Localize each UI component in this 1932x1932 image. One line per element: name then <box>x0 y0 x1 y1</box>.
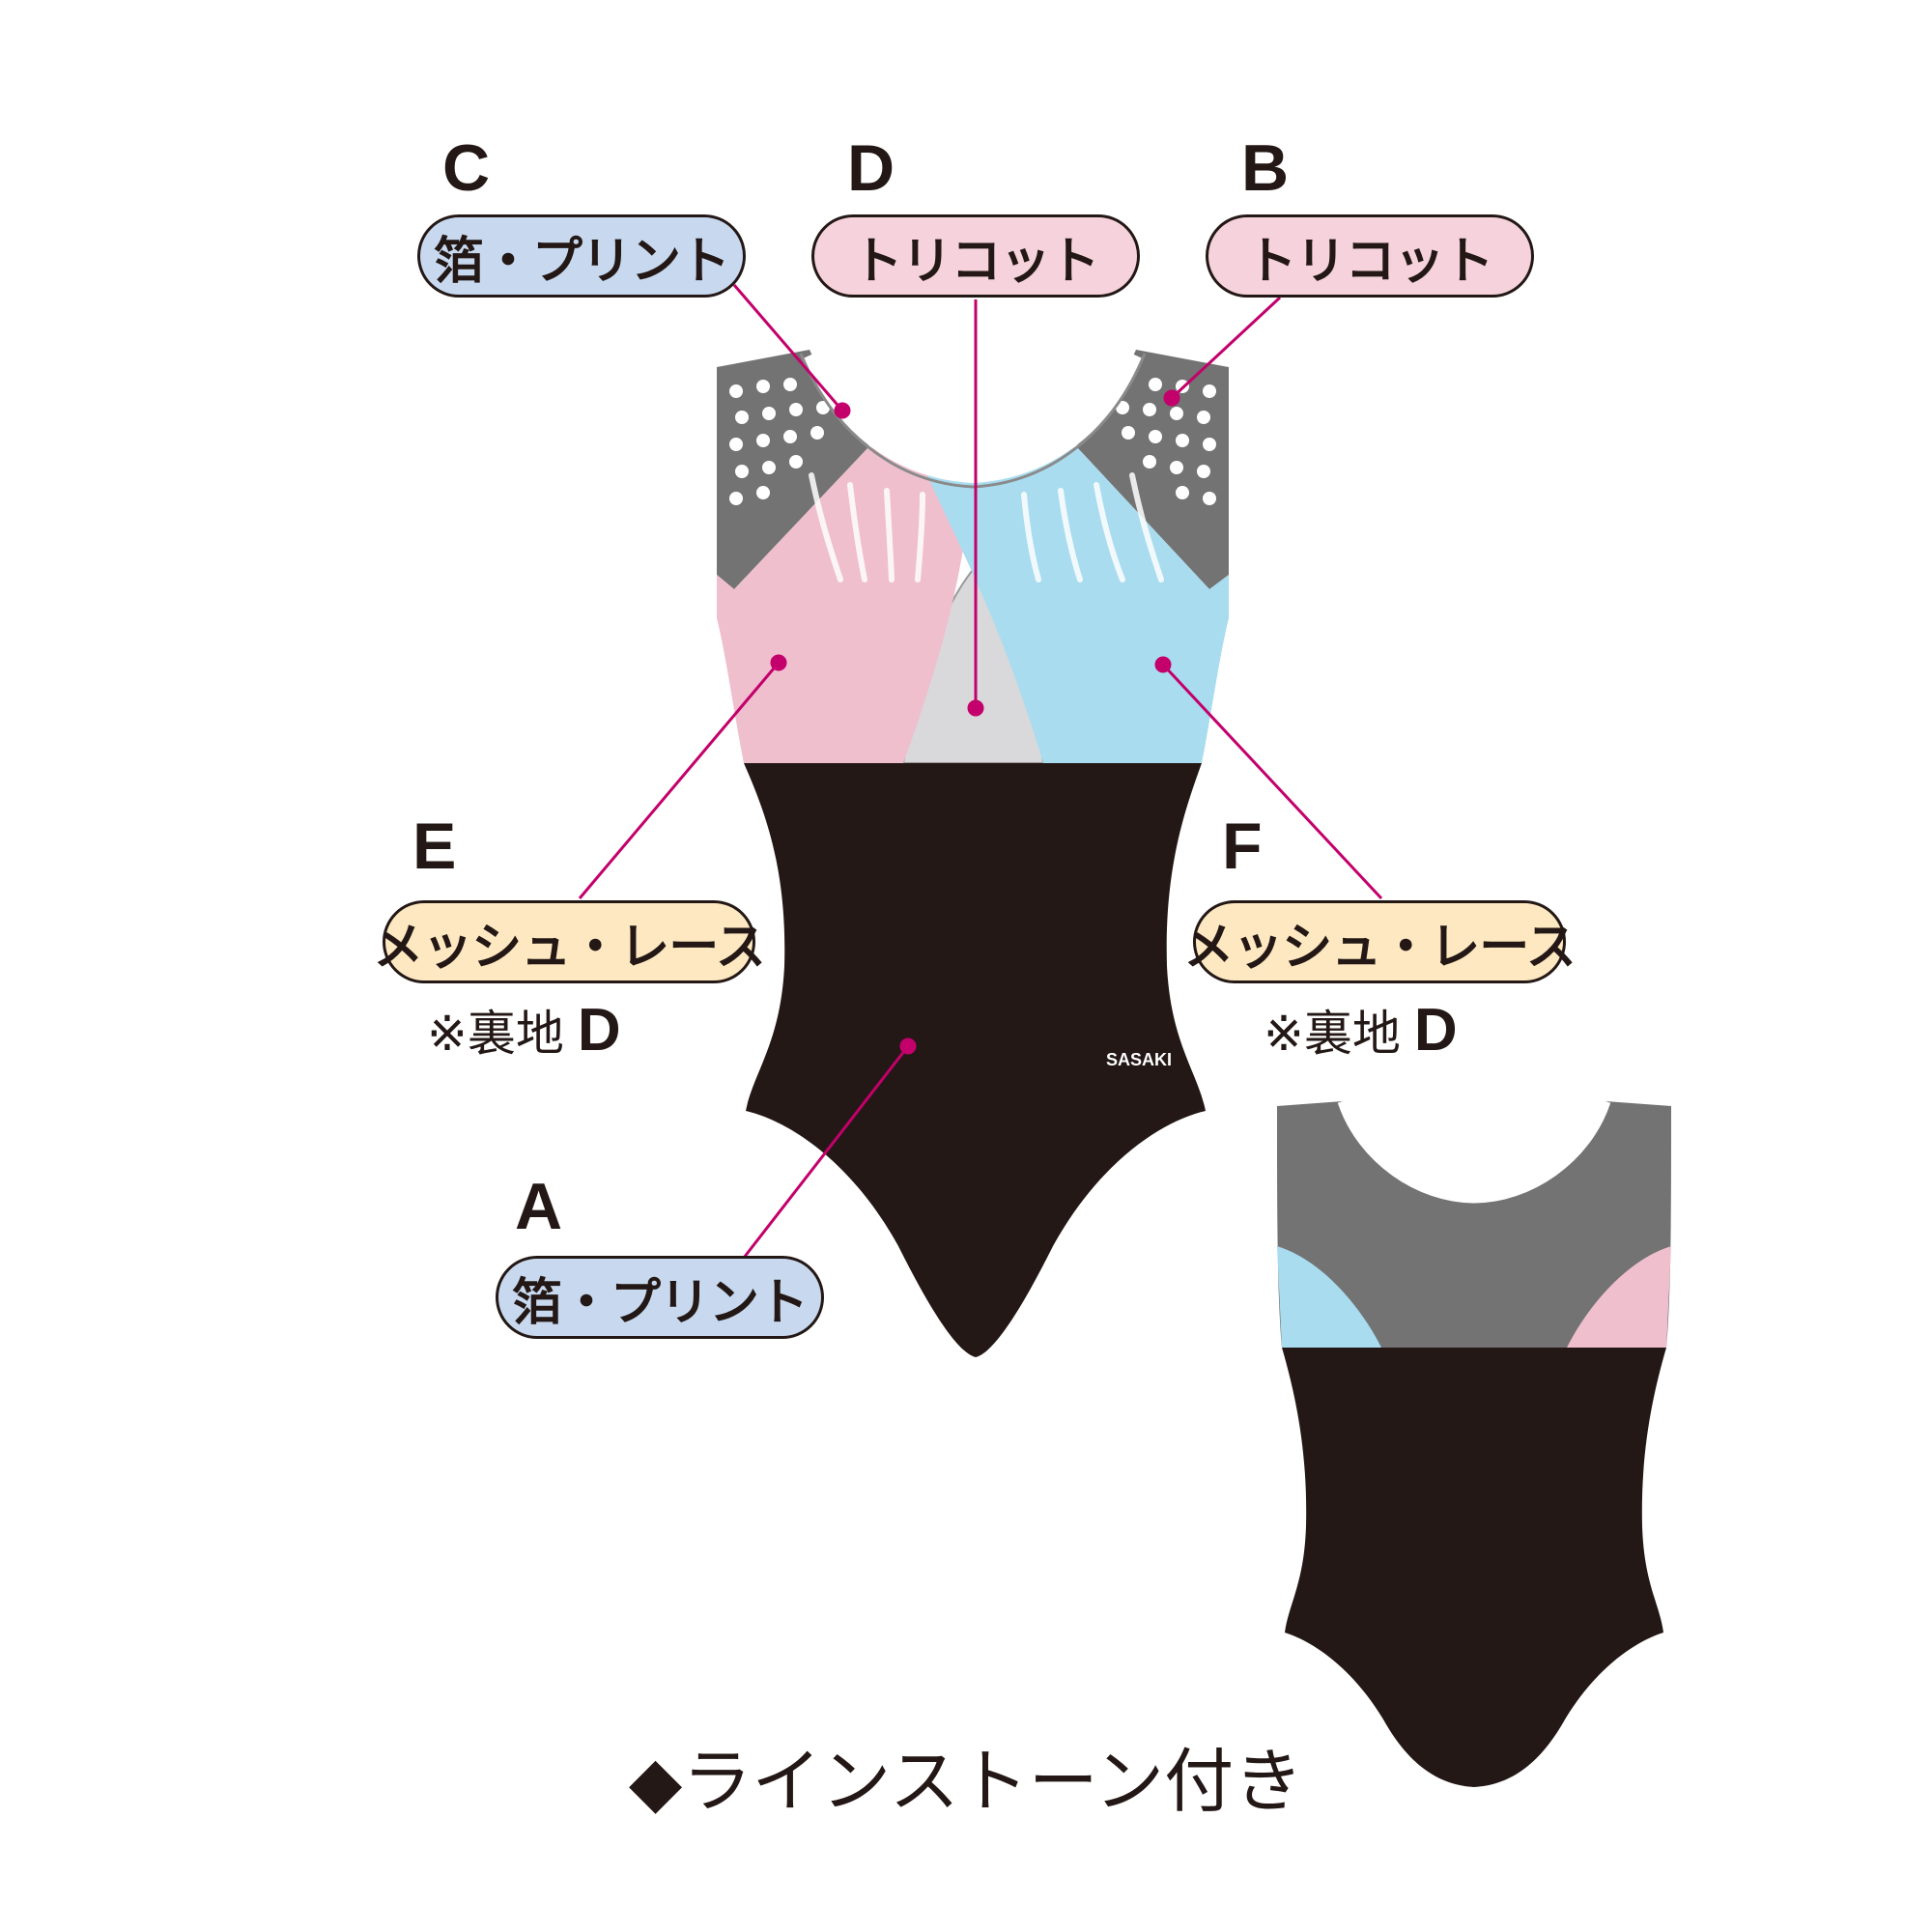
label-e-mesh-lace: メッシュ・レース <box>373 900 766 983</box>
front-pink-panel <box>717 446 973 763</box>
letter-c: C <box>442 131 491 205</box>
label-c-foil-print: 箔・プリント <box>417 214 746 298</box>
leader-line-b <box>1170 296 1282 400</box>
front-blue-panel <box>927 446 1229 763</box>
leader-lines <box>578 284 1383 1259</box>
front-leotard: SASAKI <box>717 350 1229 1357</box>
letter-f: F <box>1222 810 1263 883</box>
label-f-mesh-lace: メッシュ・レース <box>1183 900 1577 983</box>
caption-rhinestones: ◆ラインストーン付き <box>628 1741 1304 1822</box>
leader-line-f <box>1161 663 1383 900</box>
back-gray-upper <box>1277 1101 1671 1348</box>
leader-line-a <box>742 1045 910 1259</box>
letter-e: E <box>412 810 457 883</box>
label-b-tricot: トリコット <box>1206 214 1534 298</box>
back-pink-panel <box>1567 1246 1671 1348</box>
front-pleat-lines <box>809 472 1164 582</box>
label-a-foil-print: 箔・プリント <box>496 1256 824 1339</box>
front-neckline-outline <box>799 353 1147 489</box>
back-leotard <box>1277 1099 1671 1787</box>
leader-line-e <box>578 662 781 899</box>
letter-a: A <box>515 1170 563 1243</box>
label-d-tricot: トリコット <box>811 214 1140 298</box>
front-logo: SASAKI <box>1106 1050 1172 1069</box>
letter-b: B <box>1241 131 1290 205</box>
shoulder-rhinestone-dots <box>729 378 1216 505</box>
front-black-body <box>744 763 1206 1357</box>
back-blue-panel <box>1277 1246 1381 1348</box>
back-black-body <box>1282 1348 1666 1787</box>
leader-line-c <box>732 284 844 412</box>
letter-d: D <box>847 131 895 205</box>
back-neckline-binding <box>1337 1099 1611 1204</box>
